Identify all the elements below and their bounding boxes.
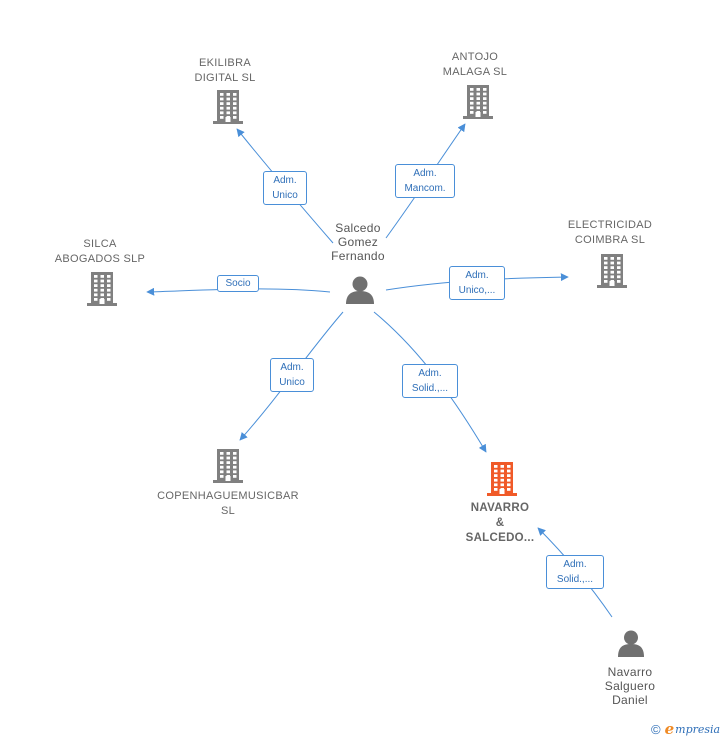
node-label-copenhague[interactable]: COPENHAGUEMUSICBAR SL bbox=[157, 490, 299, 517]
node-label-navarro-salcedo[interactable]: NAVARRO & SALCEDO... bbox=[465, 502, 535, 544]
building-icon[interactable] bbox=[597, 254, 627, 288]
edge-label-daniel-to-navarro-salcedo[interactable]: Adm. Solid.,... bbox=[546, 555, 604, 589]
brand-initial: e bbox=[664, 720, 675, 738]
node-label-navarro-daniel[interactable]: Navarro Salguero Daniel bbox=[604, 665, 656, 707]
copyright-symbol: © bbox=[651, 721, 661, 737]
building-icon[interactable] bbox=[487, 462, 517, 496]
brand-name: mpresia bbox=[675, 722, 721, 736]
edge-label-to-copenhague[interactable]: Adm. Unico bbox=[270, 358, 314, 392]
node-label-electricidad[interactable]: ELECTRICIDAD COIMBRA SL bbox=[567, 219, 653, 246]
edge-label-to-antojo[interactable]: Adm. Mancom. bbox=[395, 164, 455, 198]
building-icon[interactable] bbox=[87, 272, 117, 306]
edge-label-to-silca[interactable]: Socio bbox=[217, 275, 259, 292]
edge-label-to-ekilibra[interactable]: Adm. Unico bbox=[263, 171, 307, 205]
building-icon[interactable] bbox=[213, 449, 243, 483]
node-label-antojo[interactable]: ANTOJO MALAGA SL bbox=[442, 51, 508, 78]
edge-label-to-navarro-salcedo[interactable]: Adm. Solid.,... bbox=[402, 364, 458, 398]
node-label-ekilibra[interactable]: EKILIBRA DIGITAL SL bbox=[194, 57, 256, 84]
person-icon[interactable] bbox=[618, 630, 644, 658]
node-label-salcedo[interactable]: Salcedo Gomez Fernando bbox=[331, 221, 385, 263]
brand-logo: © e mpresia bbox=[651, 720, 720, 738]
person-icon[interactable] bbox=[346, 276, 374, 305]
edge-label-to-electricidad[interactable]: Adm. Unico,... bbox=[449, 266, 505, 300]
node-label-silca[interactable]: SILCA ABOGADOS SLP bbox=[54, 238, 146, 265]
building-icon[interactable] bbox=[213, 90, 243, 124]
building-icon[interactable] bbox=[463, 85, 493, 119]
